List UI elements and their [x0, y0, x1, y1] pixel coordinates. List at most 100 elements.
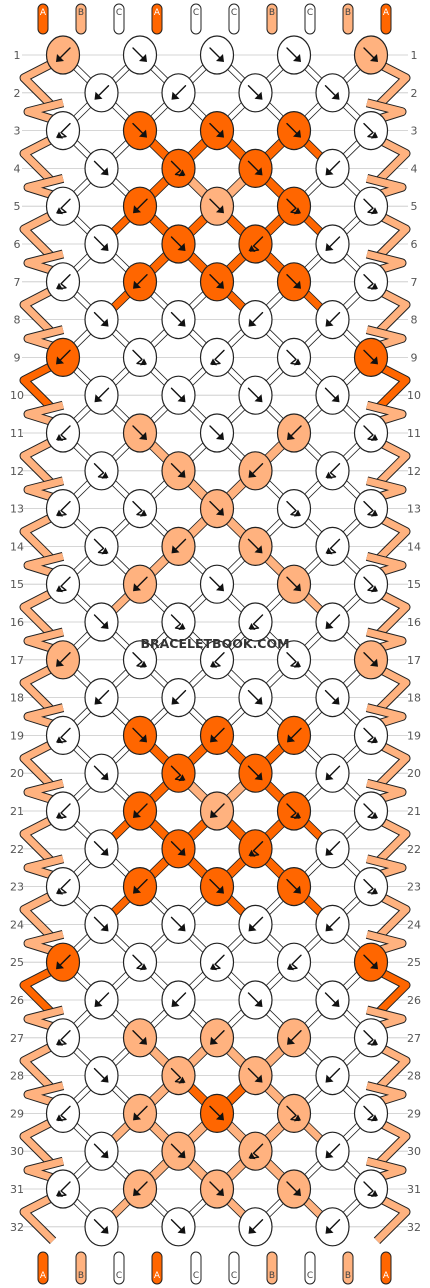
knot[interactable]: [161, 375, 196, 415]
knot[interactable]: [199, 186, 235, 226]
knot[interactable]: [122, 413, 158, 453]
knot[interactable]: [84, 602, 119, 642]
knot[interactable]: [84, 904, 119, 945]
knot[interactable]: [122, 111, 158, 151]
knot[interactable]: [353, 640, 389, 680]
knot[interactable]: [45, 262, 81, 302]
knot[interactable]: [161, 980, 196, 1020]
knot[interactable]: [45, 186, 81, 226]
knot[interactable]: [199, 1018, 235, 1058]
knot[interactable]: [45, 715, 81, 756]
knot[interactable]: [238, 224, 273, 264]
knot[interactable]: [84, 451, 119, 491]
knot[interactable]: [353, 942, 389, 982]
knot[interactable]: [161, 224, 196, 264]
knot[interactable]: [199, 262, 235, 302]
knot[interactable]: [45, 866, 81, 907]
knot[interactable]: [161, 73, 196, 113]
knot[interactable]: [315, 224, 350, 264]
knot[interactable]: [315, 300, 350, 340]
knot[interactable]: [276, 791, 312, 831]
knot[interactable]: [238, 375, 273, 415]
knot[interactable]: [161, 1055, 196, 1096]
knot[interactable]: [84, 73, 119, 113]
knot[interactable]: [238, 1131, 273, 1171]
knot[interactable]: [161, 904, 196, 945]
knot[interactable]: [84, 829, 119, 869]
knot[interactable]: [315, 677, 350, 718]
knot[interactable]: [315, 148, 350, 188]
knot[interactable]: [199, 35, 235, 75]
knot[interactable]: [45, 1093, 81, 1134]
knot[interactable]: [276, 866, 312, 907]
knot[interactable]: [315, 602, 350, 642]
knot[interactable]: [315, 1055, 350, 1096]
knot[interactable]: [122, 262, 158, 302]
knot[interactable]: [45, 942, 81, 982]
knot[interactable]: [353, 715, 389, 756]
knot[interactable]: [161, 1131, 196, 1171]
knot[interactable]: [238, 904, 273, 945]
knot[interactable]: [238, 753, 273, 793]
knot[interactable]: [199, 111, 235, 151]
knot[interactable]: [238, 1055, 273, 1096]
knot[interactable]: [84, 1055, 119, 1096]
knot[interactable]: [238, 300, 273, 340]
knot[interactable]: [199, 337, 235, 377]
knot[interactable]: [238, 148, 273, 188]
knot[interactable]: [315, 753, 350, 793]
knot[interactable]: [199, 715, 235, 756]
knot[interactable]: [199, 564, 235, 604]
knot[interactable]: [238, 677, 273, 718]
knot[interactable]: [45, 337, 81, 377]
knot[interactable]: [45, 1018, 81, 1058]
knot[interactable]: [122, 942, 158, 982]
knot[interactable]: [161, 526, 196, 567]
knot[interactable]: [45, 564, 81, 604]
knot[interactable]: [84, 1131, 119, 1171]
knot[interactable]: [84, 300, 119, 340]
knot[interactable]: [238, 980, 273, 1020]
knot[interactable]: [45, 1169, 81, 1209]
knot[interactable]: [276, 489, 312, 529]
knot[interactable]: [353, 111, 389, 151]
knot[interactable]: [276, 942, 312, 982]
knot[interactable]: [122, 715, 158, 756]
knot[interactable]: [353, 35, 389, 75]
knot[interactable]: [315, 1131, 350, 1171]
knot[interactable]: [276, 337, 312, 377]
knot[interactable]: [276, 715, 312, 756]
knot[interactable]: [238, 602, 273, 642]
knot[interactable]: [84, 980, 119, 1020]
knot[interactable]: [45, 640, 81, 680]
knot[interactable]: [199, 791, 235, 831]
knot[interactable]: [315, 980, 350, 1020]
knot[interactable]: [353, 489, 389, 529]
knot[interactable]: [353, 1018, 389, 1058]
knot[interactable]: [315, 375, 350, 415]
knot[interactable]: [122, 1169, 158, 1209]
knot[interactable]: [199, 413, 235, 453]
knot[interactable]: [199, 1169, 235, 1209]
knot[interactable]: [238, 1207, 273, 1247]
knot[interactable]: [238, 526, 273, 567]
knot[interactable]: [122, 1093, 158, 1134]
knot[interactable]: [45, 489, 81, 529]
knot[interactable]: [84, 224, 119, 264]
knot[interactable]: [353, 564, 389, 604]
knot[interactable]: [315, 73, 350, 113]
knot[interactable]: [199, 1093, 235, 1134]
knot[interactable]: [353, 262, 389, 302]
knot[interactable]: [276, 35, 312, 75]
knot[interactable]: [276, 413, 312, 453]
knot[interactable]: [353, 791, 389, 831]
knot[interactable]: [84, 148, 119, 188]
knot[interactable]: [238, 829, 273, 869]
knot[interactable]: [122, 564, 158, 604]
knot[interactable]: [161, 602, 196, 642]
knot[interactable]: [84, 677, 119, 718]
knot[interactable]: [353, 337, 389, 377]
knot[interactable]: [161, 148, 196, 188]
knot[interactable]: [199, 942, 235, 982]
knot[interactable]: [122, 866, 158, 907]
